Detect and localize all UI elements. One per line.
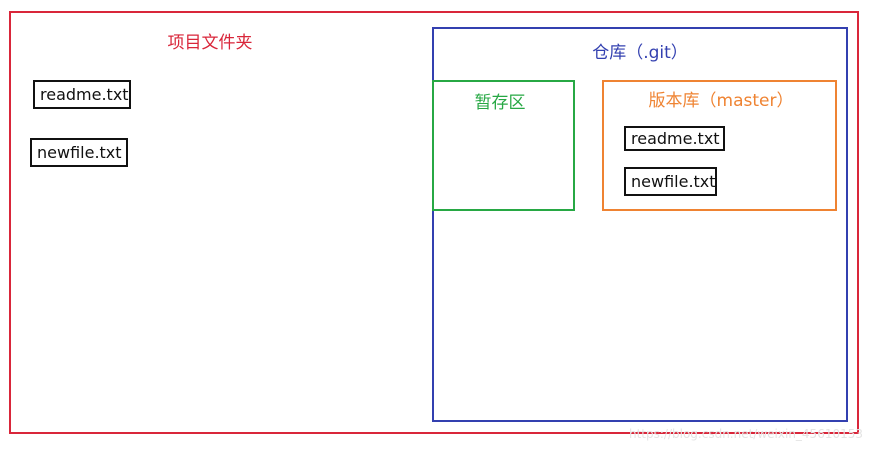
staging-area-box	[432, 80, 575, 211]
master-branch-box	[602, 80, 837, 211]
project-file-newfile: newfile.txt	[30, 138, 128, 167]
project-folder-title: 项目文件夹	[167, 33, 253, 53]
project-file-readme: readme.txt	[33, 80, 131, 109]
master-branch-title: 版本库（master）	[648, 91, 794, 111]
repository-title: 仓库（.git）	[592, 43, 688, 63]
repository-box	[432, 27, 848, 422]
master-file-readme: readme.txt	[624, 126, 725, 151]
project-folder-box	[9, 11, 859, 434]
staging-area-title: 暂存区	[474, 93, 526, 113]
master-file-newfile: newfile.txt	[624, 167, 717, 196]
watermark-text: https://blog.csdn.net/weixin_45610153	[628, 427, 863, 441]
